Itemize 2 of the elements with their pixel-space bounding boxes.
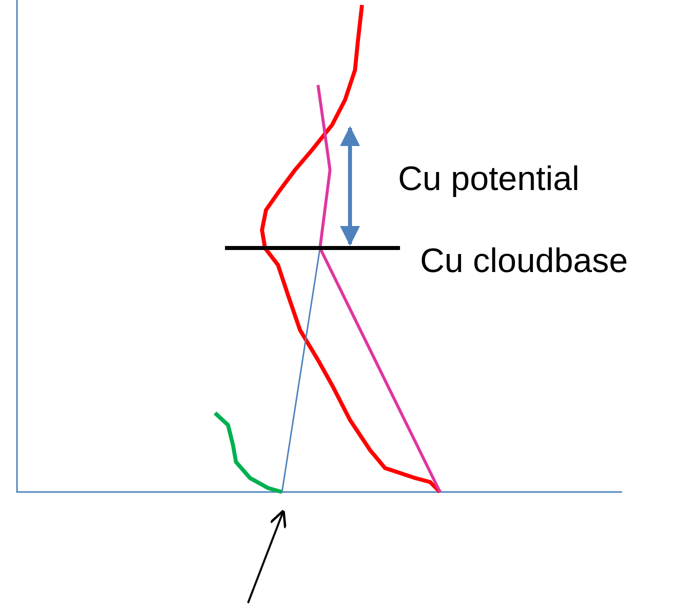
annotation-text: Cu cloudbase — [420, 244, 628, 278]
annotation-text: Cu potential — [398, 162, 580, 196]
